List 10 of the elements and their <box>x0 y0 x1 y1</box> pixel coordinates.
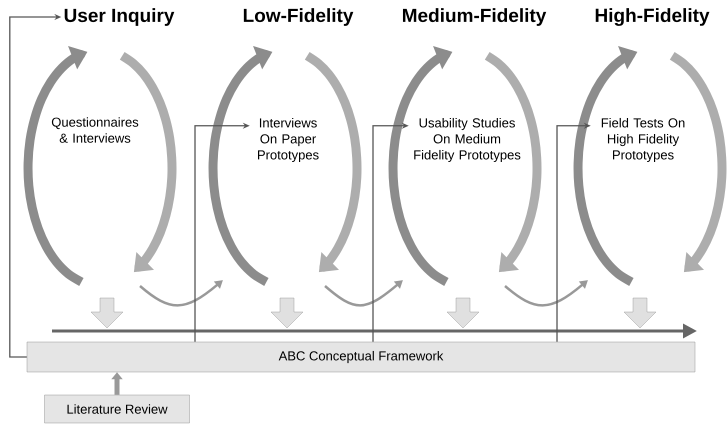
title-text: Medium-Fidelity <box>402 8 546 26</box>
activity-text: Interviews On Paper Prototypes <box>258 118 319 162</box>
activity-text: Questionnaires & Interviews <box>52 117 138 143</box>
activity-text: Field Tests On High Fidelity Prototypes <box>602 118 684 162</box>
literature-box: Literature Review <box>44 394 190 424</box>
activity-text: Usability Studies On Medium Fidelity Prototypes <box>414 118 520 162</box>
title-text: User Inquiry <box>64 8 174 26</box>
title-text: High-Fidelity <box>596 8 710 26</box>
framework-bar: ABC Conceptual Framework <box>26 342 696 372</box>
title-text: Low-Fidelity <box>244 8 354 26</box>
